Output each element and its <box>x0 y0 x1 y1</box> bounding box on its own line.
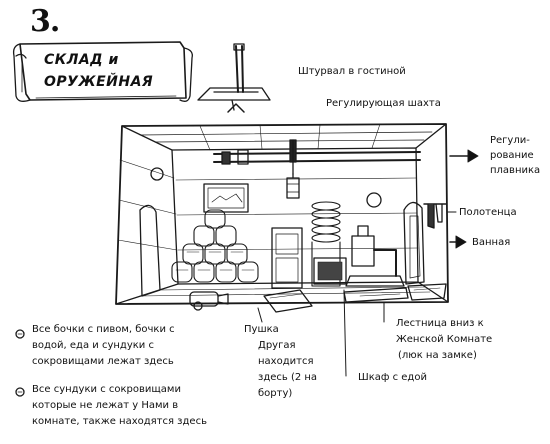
note-chests-1: Все сундуки с сокровищами <box>32 384 181 395</box>
note-bullets <box>15 329 25 397</box>
leader-lines <box>257 149 479 377</box>
label-fin-1: Регули- <box>490 135 530 146</box>
lantern-sketch <box>286 173 300 199</box>
note-barrels-2: водой, еда и сундуки с <box>32 340 154 351</box>
note-barrels-1: Все бочки с пивом, бочки с <box>32 324 175 335</box>
title-line-1: СКЛАД и <box>44 52 119 68</box>
helm-sketch <box>197 43 271 113</box>
picture-frame <box>203 183 249 213</box>
stove-sketch <box>345 225 405 287</box>
porthole-right <box>366 192 382 208</box>
label-other-3: здесь (2 на <box>258 372 318 383</box>
label-other-4: борту) <box>258 388 293 399</box>
label-other-1: Другая <box>258 340 296 351</box>
title-line-2: ОРУЖЕЙНАЯ <box>44 74 154 90</box>
label-stairs-2: Женской Комнате <box>396 334 493 345</box>
floor-crate <box>263 289 313 313</box>
label-cupboard: Шкаф с едой <box>358 372 427 383</box>
label-fin-3: плавника <box>490 165 541 176</box>
label-shaft: Регулирующая шахта <box>326 98 441 109</box>
label-towels: Полотенца <box>459 207 517 218</box>
treasure-chest <box>313 257 347 285</box>
title-scroll <box>12 41 193 102</box>
label-bath: Ванная <box>472 237 511 248</box>
bath-door <box>403 201 425 285</box>
label-helm: Штурвал в гостиной <box>298 66 406 77</box>
barrel-stack <box>171 209 259 283</box>
porthole-left <box>150 167 164 181</box>
note-chests-2: которые не лежат у Нами в <box>32 400 179 411</box>
label-cannon: Пушка <box>244 324 279 335</box>
note-chests-3: комнате, также находятся здесь <box>32 416 207 427</box>
room-box <box>115 123 449 305</box>
cannon-sketch <box>189 291 229 311</box>
label-fin-2: рование <box>490 150 534 161</box>
left-door <box>139 204 161 297</box>
towels-sketch <box>423 203 447 229</box>
label-stairs-3: (люк на замке) <box>398 350 477 361</box>
note-barrels-3: сокровищами лежат здесь <box>32 356 174 367</box>
label-other-2: находится <box>258 356 314 367</box>
page-number: 3. <box>30 4 60 39</box>
shaft-pipe <box>213 139 421 175</box>
stairs-hatch <box>343 287 409 303</box>
label-stairs-1: Лестница вниз к <box>396 318 484 329</box>
food-cupboard <box>271 227 303 289</box>
bath-tub <box>407 283 447 301</box>
